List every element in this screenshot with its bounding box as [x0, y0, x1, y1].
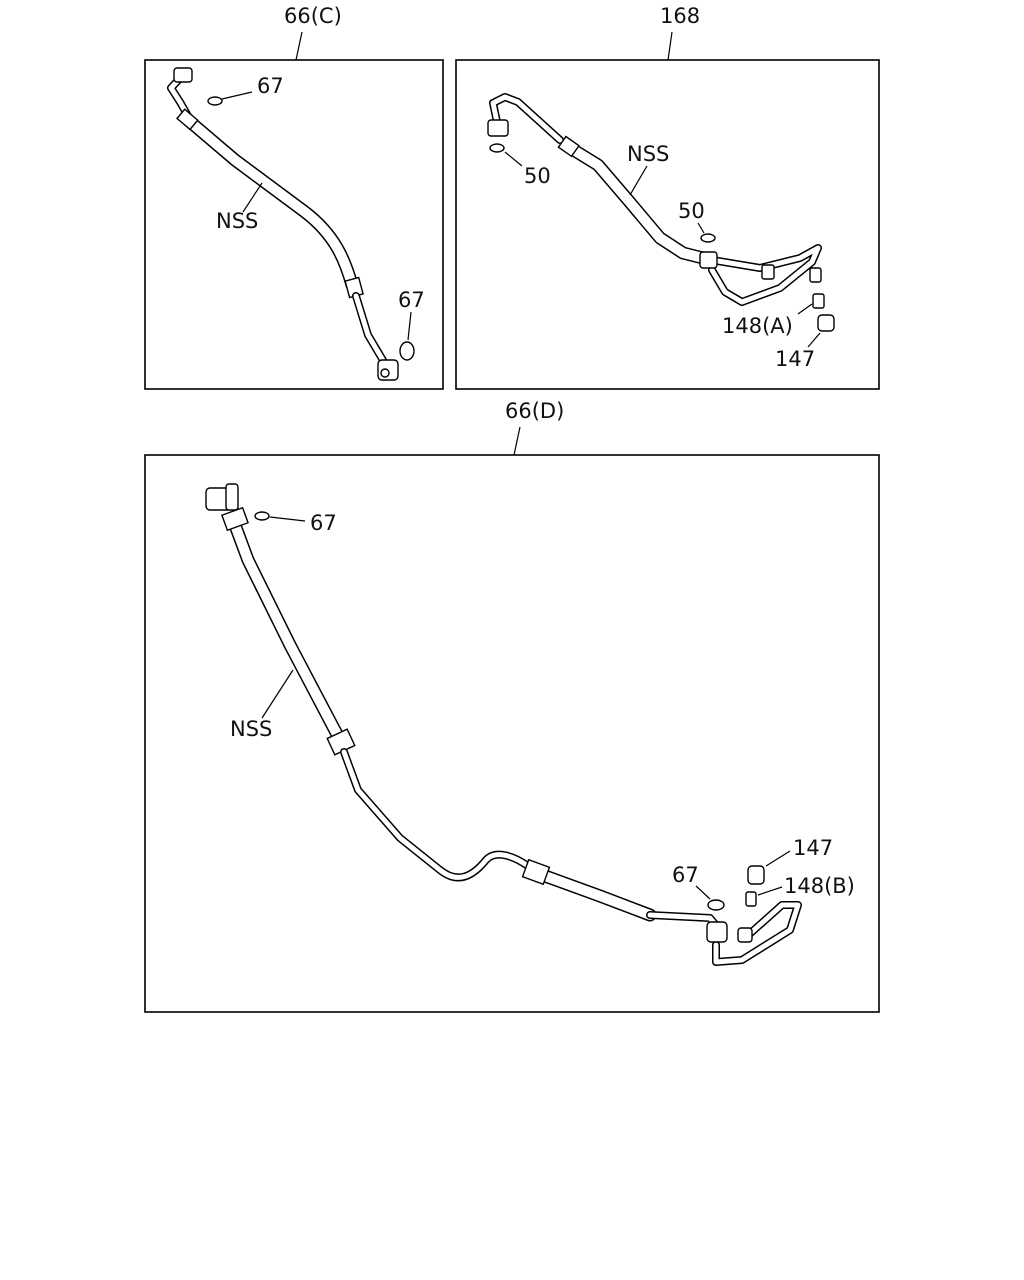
panel-168-title: 168 [660, 4, 700, 28]
oring-67-bottom [399, 341, 415, 361]
label-67-top: 67 [257, 74, 284, 98]
label-147-168: 147 [775, 347, 815, 371]
fitting-148b [745, 891, 757, 907]
panel-66c-title-leader [295, 31, 303, 61]
label-148a: 148(A) [722, 314, 793, 338]
panel-168: 168 50 NSS 50 148(A) 147 [455, 4, 880, 390]
panel-168-title-leader [667, 31, 673, 61]
cap-147-168 [817, 314, 835, 332]
panel-66c-frame [144, 59, 444, 390]
panel-66d: 66(D) 67 NSS 67 [144, 399, 880, 1013]
label-67-d-top: 67 [310, 511, 337, 535]
panel-168-frame [455, 59, 880, 390]
oring-67-d-bottom [707, 899, 725, 911]
oring-50-left [489, 143, 505, 153]
panel-66d-title-leader [513, 426, 521, 456]
pipe-assembly-168 [487, 93, 822, 306]
fitting-148a [812, 293, 825, 309]
panel-66d-title: 66(D) [505, 399, 564, 423]
oring-67-top [207, 96, 223, 106]
hose-assembly-66d [205, 483, 802, 966]
panel-66c: 66(C) 67 NSS 67 [144, 4, 444, 390]
panel-66d-frame [144, 454, 880, 1013]
cap-147-d [747, 865, 765, 885]
label-148b: 148(B) [784, 874, 855, 898]
label-nss-c: NSS [216, 209, 258, 233]
label-50-mid: 50 [678, 199, 705, 223]
panel-66c-title: 66(C) [284, 4, 342, 28]
oring-67-d-top [254, 511, 270, 521]
oring-50-mid [700, 233, 716, 243]
label-67-bottom: 67 [398, 288, 425, 312]
label-67-d-bottom: 67 [672, 863, 699, 887]
label-nss-d: NSS [230, 717, 272, 741]
label-147-d: 147 [793, 836, 833, 860]
label-50-left: 50 [524, 164, 551, 188]
label-nss-168: NSS [627, 142, 669, 166]
hose-assembly-66c [167, 67, 399, 381]
